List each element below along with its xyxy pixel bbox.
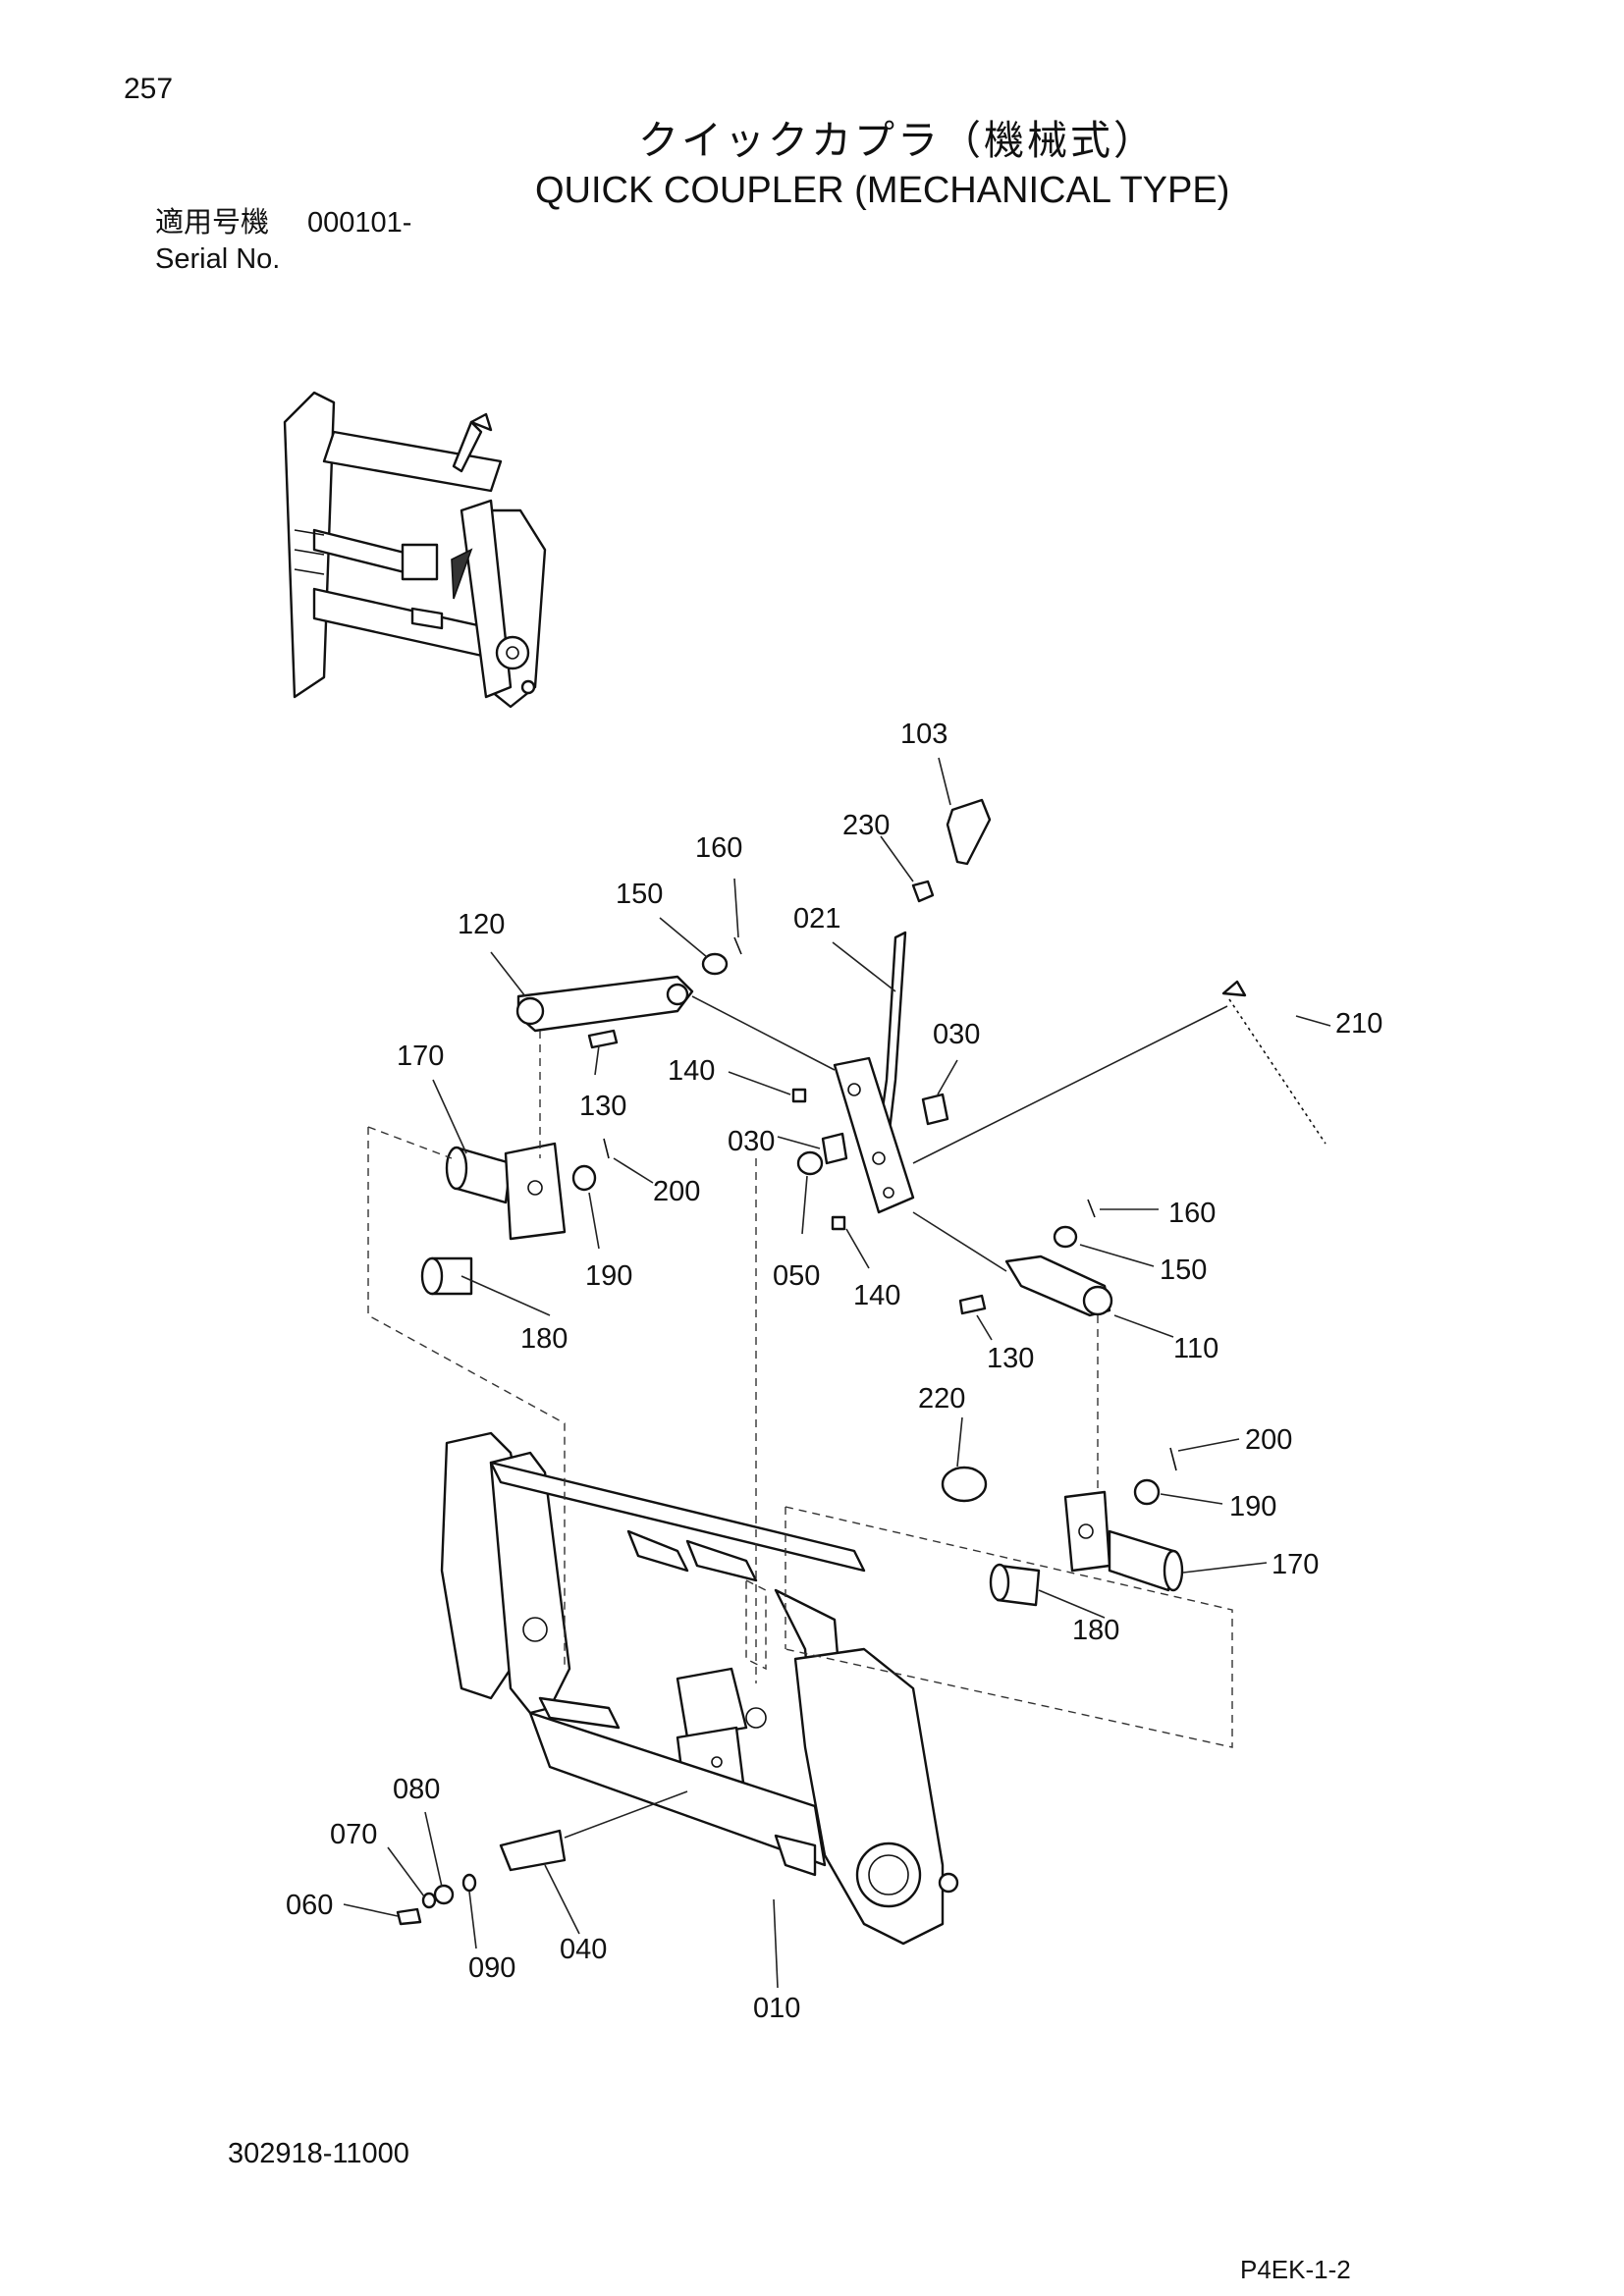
part-030-bushing-a [921, 1093, 949, 1126]
callout-090: 090 [468, 1952, 515, 1984]
callout-140: 140 [853, 1280, 900, 1311]
callout-130: 130 [579, 1091, 626, 1122]
leader-lines [343, 757, 1331, 1989]
part-230-nut [911, 880, 935, 903]
assembly-lines [367, 995, 1233, 1748]
callout-030: 030 [933, 1019, 980, 1050]
callout-150: 150 [1160, 1255, 1207, 1286]
callout-103: 103 [900, 719, 947, 750]
callout-200: 200 [653, 1176, 700, 1207]
part-160-pin-b [1087, 1199, 1096, 1218]
callout-170: 170 [397, 1041, 444, 1072]
part-140-pin-b [831, 1215, 846, 1231]
part-040-pin [499, 1829, 567, 1872]
callout-180: 180 [1072, 1615, 1119, 1646]
callout-150: 150 [616, 879, 663, 910]
callout-labels: 103 230 160 150 021 120 210 030 140 170 … [286, 719, 1382, 2024]
callout-180: 180 [520, 1323, 568, 1355]
callout-070: 070 [330, 1819, 377, 1850]
callout-021: 021 [793, 903, 840, 934]
part-150-washer-a [701, 952, 729, 976]
callout-190: 190 [585, 1260, 632, 1292]
callout-080: 080 [393, 1774, 440, 1805]
part-180-pin-b [989, 1563, 1041, 1607]
callout-210: 210 [1335, 1008, 1382, 1040]
part-220-ring [941, 1466, 988, 1503]
part-190-washer-b [1133, 1478, 1161, 1506]
callout-140: 140 [668, 1055, 715, 1087]
drawing-number: 302918-11000 [228, 2138, 409, 2169]
part-lever-plate [833, 1056, 915, 1214]
part-160-pin-a [733, 936, 742, 955]
page-number: 257 [124, 73, 174, 105]
part-050-washer [796, 1150, 824, 1176]
part-090-washer [461, 1873, 477, 1893]
part-190-washer-a [571, 1164, 597, 1192]
part-103-knob [946, 798, 992, 866]
part-170-cylinder-b [1063, 1490, 1184, 1592]
callout-190: 190 [1229, 1491, 1276, 1522]
part-140-pin-a [791, 1088, 807, 1103]
part-120-link [516, 975, 694, 1033]
callout-120: 120 [458, 909, 505, 940]
callout-130: 130 [987, 1343, 1034, 1374]
callout-110: 110 [1173, 1333, 1218, 1364]
part-030-bushing-b [821, 1132, 848, 1165]
callout-010: 010 [753, 1993, 800, 2024]
part-130-pin-b [958, 1294, 987, 1315]
serial-label-japanese: 適用号機 [155, 205, 270, 239]
part-130-pin-a [587, 1029, 619, 1049]
overview-illustration [283, 391, 547, 709]
page-code: P4EK-1-2 [1240, 2255, 1351, 2284]
callout-160: 160 [695, 832, 742, 864]
part-080-washer [433, 1884, 455, 1905]
callout-160: 160 [1168, 1198, 1216, 1229]
part-200-pin-a [603, 1138, 610, 1159]
part-060-bolt [396, 1907, 422, 1926]
page-title-japanese: クイックカプラ（機械式） [638, 117, 1157, 164]
callout-050: 050 [773, 1260, 820, 1292]
callout-170: 170 [1272, 1549, 1319, 1580]
part-200-pin-b [1169, 1447, 1177, 1471]
part-070-washer [421, 1892, 437, 1909]
callout-200: 200 [1245, 1424, 1292, 1456]
serial-number-value: 000101- [307, 207, 412, 239]
page-title-english: QUICK COUPLER (MECHANICAL TYPE) [535, 170, 1230, 211]
callout-060: 060 [286, 1890, 333, 1921]
callout-230: 230 [842, 810, 890, 841]
serial-label-english: Serial No. [155, 243, 281, 275]
callout-030: 030 [728, 1126, 775, 1157]
part-150-washer-b [1053, 1225, 1078, 1249]
part-180-pin-a [420, 1256, 473, 1296]
part-210-spring [1221, 980, 1326, 1145]
part-170-cylinder-a [445, 1142, 567, 1241]
main-frame-010 [440, 1431, 959, 1946]
callout-040: 040 [560, 1934, 607, 1965]
callout-220: 220 [918, 1383, 965, 1415]
